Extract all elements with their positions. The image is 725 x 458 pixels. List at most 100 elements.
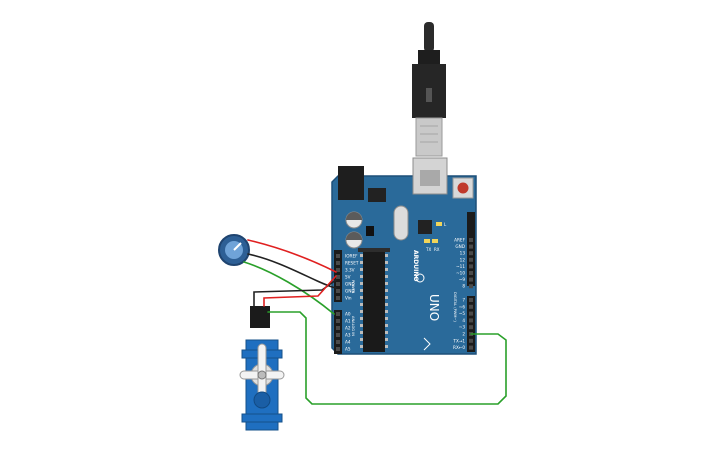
analog-header-label: ANALOG IN	[351, 316, 355, 336]
chip-leg-left-13	[360, 345, 363, 348]
digital-bottom-pin-label-1: ~6	[459, 304, 466, 309]
analog-pin-0[interactable]	[336, 312, 340, 316]
digital-bottom-pin-1[interactable]	[469, 304, 473, 309]
usb-cable[interactable]	[412, 22, 446, 157]
potentiometer[interactable]	[218, 234, 250, 266]
power-pin-label-4: GND	[345, 282, 355, 287]
power-pin-2[interactable]	[336, 268, 340, 272]
chip-leg-right-8	[385, 310, 388, 313]
chip-leg-right-0	[385, 254, 388, 257]
power-pin-label-6: Vin	[345, 296, 352, 301]
analog-pin-1[interactable]	[336, 319, 340, 323]
digital-bottom-pin-0[interactable]	[469, 298, 473, 302]
usb-plug-metal	[415, 117, 443, 157]
power-pin-label-2: 3.3V	[345, 268, 355, 273]
analog-pin-4[interactable]	[336, 340, 340, 344]
digital-bottom-pin-7[interactable]	[469, 345, 473, 350]
atmega-chip	[363, 250, 385, 352]
chip-leg-left-4	[360, 282, 363, 285]
servo-motor[interactable]	[239, 306, 285, 431]
digital-bottom-pin-label-2: ~5	[459, 311, 466, 316]
digital-top-pin-label-0: AREF	[454, 238, 465, 243]
digital-header-top[interactable]	[467, 212, 475, 286]
wire-pot-5v[interactable]	[247, 239, 337, 273]
chip-leg-left-5	[360, 289, 363, 292]
power-pin-4[interactable]	[336, 282, 340, 286]
led-l	[436, 222, 442, 226]
chip-leg-right-7	[385, 303, 388, 306]
digital-top-pin-0[interactable]	[469, 238, 473, 242]
digital-top-pin-5[interactable]	[469, 271, 473, 275]
digital-top-pin-label-5: ~10	[456, 271, 465, 276]
power-pin-0[interactable]	[336, 254, 340, 258]
power-pin-3[interactable]	[336, 275, 340, 279]
label-l: L	[444, 222, 447, 227]
wire-pot-gnd[interactable]	[247, 253, 337, 289]
chip-leg-left-9	[360, 317, 363, 320]
chip-leg-right-12	[385, 338, 388, 341]
wires	[243, 239, 507, 405]
digital-top-pin-6[interactable]	[469, 277, 473, 282]
wire-servo-5v[interactable]	[263, 275, 337, 307]
wire-servo-signal-d2[interactable]	[267, 311, 507, 405]
label-tx: TX	[425, 247, 431, 252]
analog-pin-label-2: A2	[345, 326, 351, 331]
chip-leg-left-3	[360, 275, 363, 278]
arduino-logo-icon	[415, 273, 425, 283]
digital-header-label: DIGITAL (PWM~)	[453, 292, 457, 322]
digital-top-pin-4[interactable]	[469, 264, 473, 269]
digital-bottom-pin-6[interactable]	[469, 338, 473, 343]
digital-bottom-pin-4[interactable]	[469, 325, 473, 330]
chip-leg-left-1	[360, 261, 363, 264]
digital-bottom-pin-label-4: ~3	[459, 325, 466, 330]
chip-leg-left-7	[360, 303, 363, 306]
digital-bottom-pin-2[interactable]	[469, 311, 473, 316]
chip-leg-left-0	[360, 254, 363, 257]
analog-pin-2[interactable]	[336, 326, 340, 330]
power-pin-1[interactable]	[336, 261, 340, 265]
reset-button-cap	[457, 182, 469, 194]
digital-top-pin-label-2: 13	[460, 251, 466, 256]
usb-chip	[418, 220, 432, 234]
arduino-board[interactable]: TX RX L ARDUINO UNO POWER ANALOG IN DIGI…	[331, 157, 477, 355]
digital-top-pin-label-6: ~9	[459, 277, 466, 282]
chip-leg-left-11	[360, 331, 363, 334]
digital-bottom-pin-label-3: 4	[462, 318, 465, 323]
chip-leg-right-1	[385, 261, 388, 264]
chip-leg-left-10	[360, 324, 363, 327]
servo-connector[interactable]	[250, 306, 270, 328]
crystal-oscillator	[393, 205, 409, 241]
wire-pot-a0[interactable]	[243, 261, 335, 315]
digital-top-pin-2[interactable]	[469, 251, 473, 256]
analog-header[interactable]	[334, 310, 342, 354]
analog-pin-label-3: A3	[345, 333, 351, 338]
analog-pin-5[interactable]	[336, 347, 340, 351]
power-pin-label-5: GND	[345, 289, 355, 294]
digital-bottom-pin-3[interactable]	[469, 318, 473, 323]
power-pin-6[interactable]	[336, 296, 340, 300]
power-pin-5[interactable]	[336, 289, 340, 293]
chip-leg-right-9	[385, 317, 388, 320]
chip-leg-left-8	[360, 310, 363, 313]
chip-leg-right-6	[385, 296, 388, 299]
dc-power-jack	[338, 166, 364, 200]
digital-top-pin-7[interactable]	[469, 284, 473, 289]
analog-pin-3[interactable]	[336, 333, 340, 337]
digital-header-bottom[interactable]	[467, 296, 475, 352]
digital-top-pin-1[interactable]	[469, 244, 473, 249]
chip-leg-left-12	[360, 338, 363, 341]
servo-gear-cover	[253, 391, 271, 409]
wire-servo-gnd[interactable]	[253, 279, 337, 307]
digital-top-pin-3[interactable]	[469, 257, 473, 262]
chip-leg-right-13	[385, 345, 388, 348]
chip-leg-right-5	[385, 289, 388, 292]
chip-leg-left-2	[360, 268, 363, 271]
analog-pin-label-1: A1	[345, 319, 351, 324]
led-rx	[432, 239, 438, 243]
analog-pin-label-4: A4	[345, 340, 351, 345]
digital-top-pin-label-4: ~11	[456, 264, 465, 269]
arduino-brand: ARDUINO	[412, 250, 419, 281]
chip-leg-right-10	[385, 324, 388, 327]
